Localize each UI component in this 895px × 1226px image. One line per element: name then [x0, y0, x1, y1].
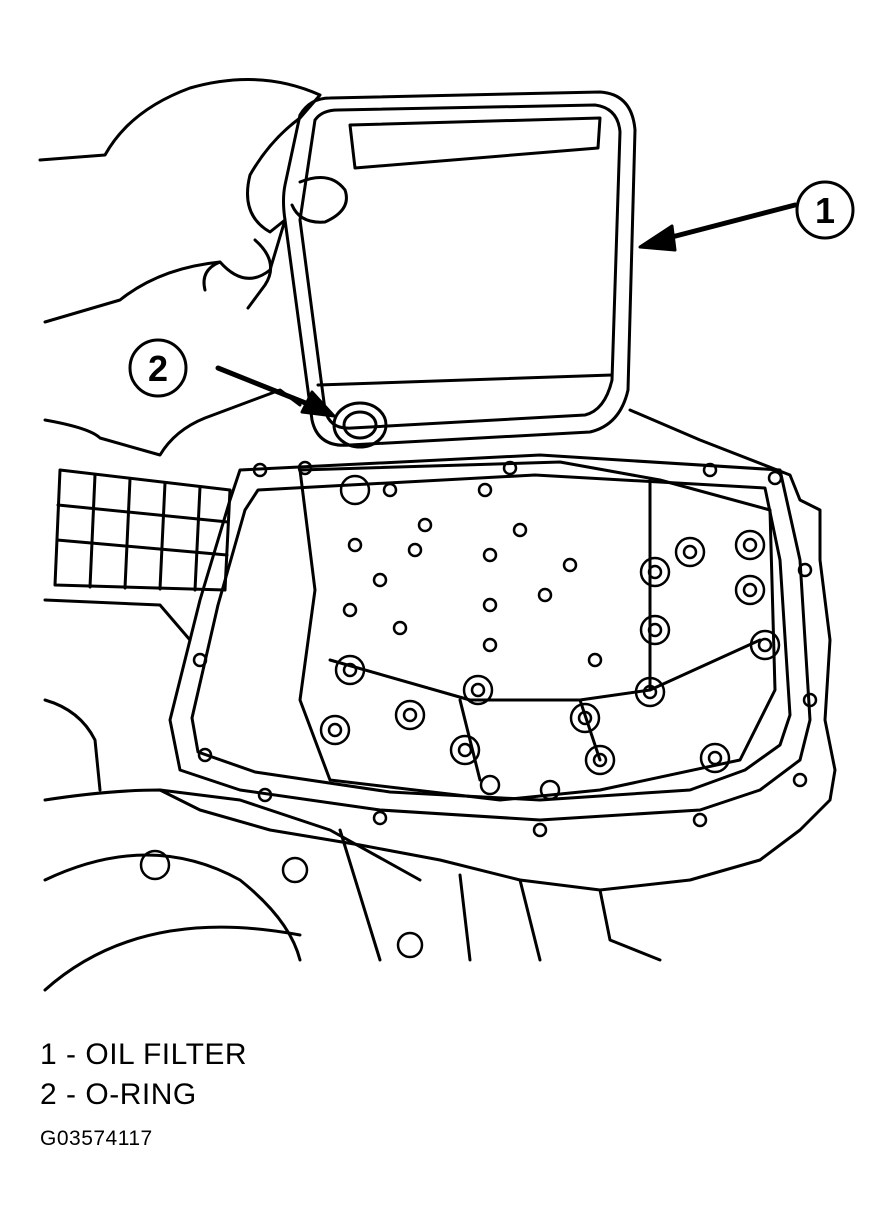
hand: [38, 77, 348, 324]
legend-item: 1 - OIL FILTER: [40, 1035, 247, 1075]
legend-part: OIL FILTER: [85, 1038, 248, 1071]
legend-number: 2: [40, 1078, 58, 1111]
transmission-diagram: 1 2: [38, 77, 855, 992]
legend: 1 - OIL FILTER 2 - O-RING: [40, 1035, 247, 1115]
oil-filter: [282, 90, 637, 447]
callout-1-marker: [795, 180, 855, 240]
callout-2-number: 2: [148, 348, 168, 389]
o-ring: [332, 401, 388, 449]
legend-number: 1: [40, 1038, 58, 1071]
legend-separator: -: [66, 1038, 77, 1071]
callout-1-number: 1: [815, 190, 835, 231]
callout-2-marker: [128, 338, 188, 398]
ribbed-casting: [53, 468, 232, 592]
figure-id: G03574117: [40, 1127, 153, 1150]
legend-separator: -: [66, 1078, 77, 1111]
legend-part: O-RING: [85, 1078, 197, 1111]
callout-arrows: [215, 202, 798, 418]
valve-body-bolts: [139, 460, 818, 959]
transmission-case: [43, 388, 837, 992]
legend-item: 2 - O-RING: [40, 1075, 247, 1115]
